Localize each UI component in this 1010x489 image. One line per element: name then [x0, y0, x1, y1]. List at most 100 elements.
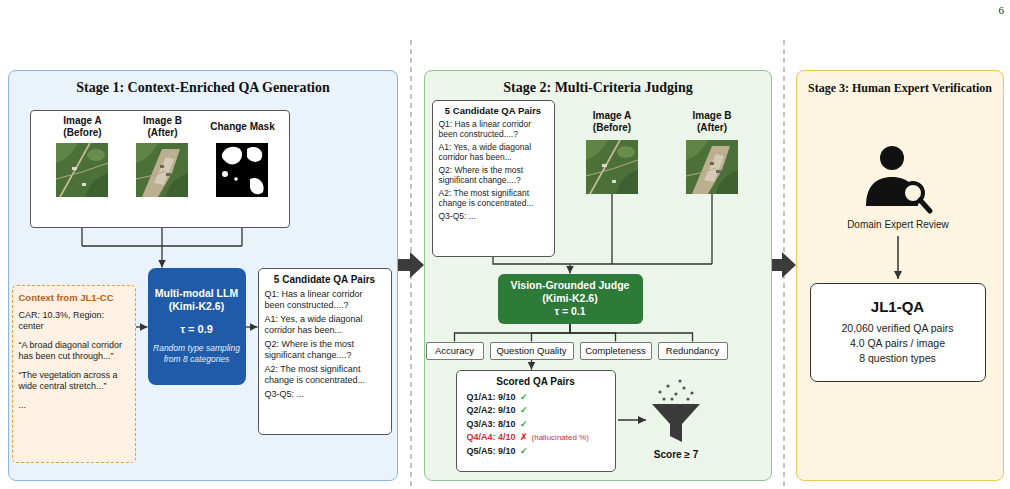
dataset-text: JL1-QA — [815, 298, 981, 315]
image-box: Image A (Before) Image B (After) Change Ma… — [30, 110, 290, 228]
satellite-image — [586, 140, 638, 194]
image-label: Change Mask — [205, 121, 281, 133]
qa-text: 5 Candidate QA Pairs — [265, 274, 385, 285]
threshold-label: Score ≥ 7 — [636, 449, 716, 460]
score-text: ✗ — [520, 432, 528, 442]
score-row: Q2/A2: 9/10 ✓ — [467, 404, 605, 418]
connector — [570, 324, 693, 342]
funnel-dots — [658, 379, 693, 400]
panel-fill — [796, 70, 1004, 480]
score-row: Q3/A3: 8/10 ✓ — [467, 418, 605, 432]
satellite-image — [686, 140, 738, 194]
label-box: Domain Expert Review — [828, 219, 968, 230]
arrow — [897, 236, 899, 279]
connector — [455, 324, 571, 342]
criterion-text: Question Quality — [491, 343, 573, 359]
panel-title: Stage 2: Multi-Criteria Judging — [431, 80, 765, 96]
satellite-image — [56, 143, 108, 197]
context-box: Context from JL1-CC CAR: 10.3%, Region: c… — [12, 285, 136, 463]
image-box-fill — [30, 110, 290, 228]
judge-box: Vision-Grounded Judge (Kimi-K2.6)τ = 0.1 — [498, 274, 643, 324]
stage-separator — [784, 40, 785, 489]
funnel-icon — [652, 404, 700, 442]
score-text: Q4/A4: 4/10 — [467, 432, 516, 442]
page-number: 6 — [984, 4, 1004, 16]
criterion-box: Question Quality — [490, 342, 574, 360]
dataset-text: 8 question types — [815, 351, 981, 366]
connector — [246, 326, 258, 327]
image-label: Image B (After) — [131, 115, 195, 139]
context-text: ... — [19, 400, 129, 411]
score-text: Q5/A5: 9/10 — [467, 446, 516, 456]
qa-text: Q1: Has a linear corridor been construct… — [265, 289, 385, 311]
context-text: “A broad diagonal corridor has been cut … — [19, 340, 129, 362]
connector — [493, 257, 570, 274]
label-box: 6 — [984, 4, 1004, 16]
context-text: CAR: 10.3%, Region: center — [19, 310, 129, 332]
qa-list-box: 5 Candidate QA PairsQ1: Has a linear cor… — [258, 268, 392, 435]
qa-text: 5 Candidate QA Pairs — [439, 105, 548, 116]
label-box: Image A (Before) — [577, 110, 647, 134]
panel-title: Stage 3: Human Expert Verification — [801, 81, 999, 96]
score-row: Q5/A5: 9/10 ✓ — [467, 445, 605, 459]
image-label: Image A (Before) — [577, 110, 647, 134]
score-text: ✓ — [520, 405, 528, 415]
arrow — [618, 419, 646, 421]
dataset-text: 4.0 QA pairs / image — [815, 336, 981, 351]
score-row: Q1/A1: 9/10 ✓ — [467, 391, 605, 405]
qa-text: A2: The most significant change is conce… — [265, 364, 385, 386]
criterion-text: Redundancy — [659, 343, 727, 359]
qa-text: Q3-Q5: ... — [265, 389, 385, 400]
stage-panel: JL1-QA20,060 verified QA pairs4.0 QA pai… — [796, 70, 1004, 481]
image-label: Image B (After) — [677, 110, 747, 134]
score-text: Q2/A2: 9/10 — [467, 405, 516, 415]
score-text: ✓ — [520, 419, 528, 429]
dataset-box: JL1-QA20,060 verified QA pairs4.0 QA pai… — [810, 283, 986, 382]
qa-text: A1: Yes, a wide diagonal corridor has be… — [265, 314, 385, 336]
connector — [532, 324, 571, 342]
context-text: “The vegetation across a wide central st… — [19, 370, 129, 392]
qa-text: Q1: Has a linear corridor been construct… — [439, 119, 548, 139]
criterion-box: Completeness — [580, 342, 652, 360]
change-mask-image — [216, 143, 268, 197]
scored-box: Scored QA PairsQ1/A1: 9/10✓Q2/A2: 9/10✓Q… — [456, 370, 616, 472]
criterion-text: Completeness — [581, 343, 651, 359]
criterion-box: Redundancy — [658, 342, 728, 360]
score-row: Q4/A4: 4/10 ✗ (hallucinated %) — [467, 431, 605, 445]
expert-icon — [866, 146, 930, 211]
score-text: Q3/A3: 8/10 — [467, 419, 516, 429]
context-text: Context from JL1-CC — [19, 292, 129, 303]
stage-arrow — [398, 259, 410, 271]
connector — [136, 326, 148, 327]
caption-label: Domain Expert Review — [828, 219, 968, 230]
score-text: (hallucinated %) — [532, 433, 589, 442]
qa-text: Q2: Where is the most significant change… — [265, 339, 385, 361]
judge-text: Vision-Grounded Judge (Kimi-K2.6) — [508, 279, 633, 305]
stage-arrow — [772, 259, 782, 271]
satellite-image — [136, 143, 188, 197]
image-label: Image A (Before) — [51, 115, 115, 139]
connector — [161, 228, 162, 268]
connector — [531, 360, 532, 370]
qa-text: Q2: Where is the most significant change… — [439, 165, 548, 185]
criterion-text: Accuracy — [427, 343, 483, 359]
box-title: Scored QA Pairs — [467, 376, 605, 387]
score-text: Q1/A1: 9/10 — [467, 392, 516, 402]
score-text: ✓ — [520, 392, 528, 402]
qa-text: Q3-Q5: ... — [439, 211, 548, 221]
stage-separator — [411, 40, 412, 489]
panel-fill — [424, 70, 772, 480]
judge-text: τ = 0.1 — [554, 305, 585, 318]
stage-panel: Image A (Before) Image B (After) Change Ma… — [8, 70, 398, 481]
merge-lines — [571, 194, 713, 264]
qa-list-box: 5 Candidate QA PairsQ1: Has a linear cor… — [432, 100, 555, 257]
panel-title: Stage 1: Context-Enriched QA Generation — [15, 80, 391, 96]
label-box: Image B (After) — [677, 110, 747, 134]
llm-box: Multi-modal LLM (Kimi-K2.6)τ = 0.9Random… — [148, 268, 246, 385]
qa-text: A2: The most significant change is conce… — [439, 188, 548, 208]
criterion-box: Accuracy — [426, 342, 484, 360]
score-text: ✓ — [520, 446, 528, 456]
llm-text: Multi-modal LLM (Kimi-K2.6) — [152, 287, 242, 313]
qa-text: A1: Yes, a wide diagonal corridor has be… — [439, 142, 548, 162]
